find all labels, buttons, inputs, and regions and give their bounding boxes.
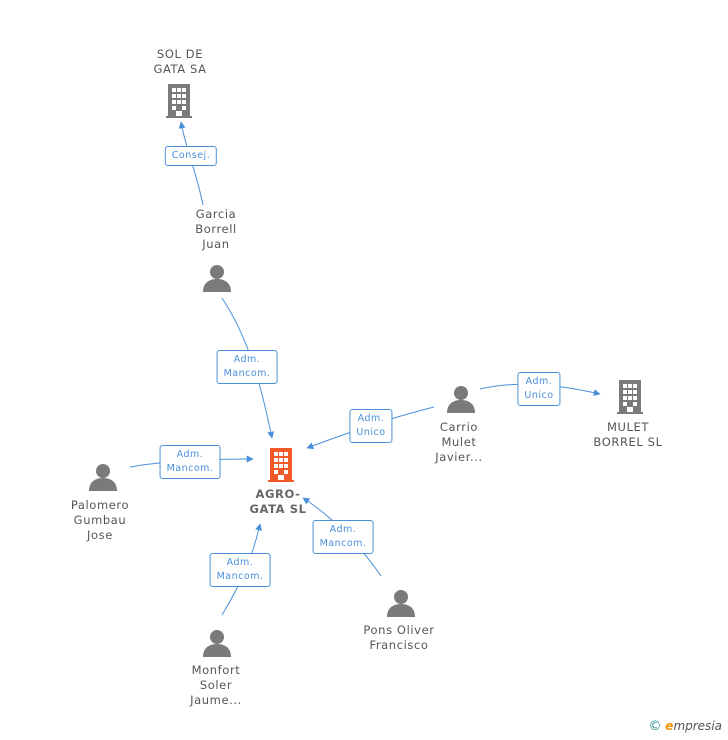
building-icon[interactable]: [617, 380, 643, 414]
node-label-mulet-borrel[interactable]: MULET BORREL SL: [593, 420, 663, 449]
node-label-palomero-gumbau[interactable]: Palomero Gumbau Jose: [70, 498, 130, 542]
edge-label-adm-unico-agro: Adm. Unico: [349, 409, 393, 443]
copyright-symbol: ©: [648, 719, 662, 734]
node-label-monfort-soler[interactable]: Monfort Soler Jaume...: [190, 663, 242, 707]
person-icon[interactable]: [447, 386, 475, 413]
person-icon[interactable]: [203, 630, 231, 657]
edge-label-adm-mancom-garcia: Adm. Mancom.: [216, 350, 278, 384]
empresia-logo-text: mpresia: [673, 719, 722, 733]
footer-brand: © empresia: [648, 719, 722, 734]
person-icon[interactable]: [387, 590, 415, 617]
node-label-pons-oliver[interactable]: Pons Oliver Francisco: [363, 623, 435, 652]
node-label-carrio-mulet[interactable]: Carrio Mulet Javier...: [435, 420, 483, 464]
edge-label-adm-mancom-palomero: Adm. Mancom.: [159, 445, 221, 479]
building-icon[interactable]: [166, 84, 192, 118]
edge-label-adm-mancom-pons: Adm. Mancom.: [312, 520, 374, 554]
building-icon[interactable]: [268, 448, 294, 482]
node-label-agro-gata[interactable]: AGRO- GATA SL: [249, 487, 307, 516]
person-icon[interactable]: [89, 464, 117, 491]
edge-label-adm-unico-mulet: Adm. Unico: [517, 372, 561, 406]
edge-label-consej: Consej.: [164, 146, 218, 166]
empresia-logo-e: e: [665, 719, 674, 733]
person-icon[interactable]: [203, 265, 231, 292]
node-label-sol-de-gata[interactable]: SOL DE GATA SA: [153, 47, 207, 76]
edge-label-adm-mancom-monfort: Adm. Mancom.: [209, 553, 271, 587]
node-label-garcia-borrell[interactable]: Garcia Borrell Juan: [195, 207, 237, 251]
